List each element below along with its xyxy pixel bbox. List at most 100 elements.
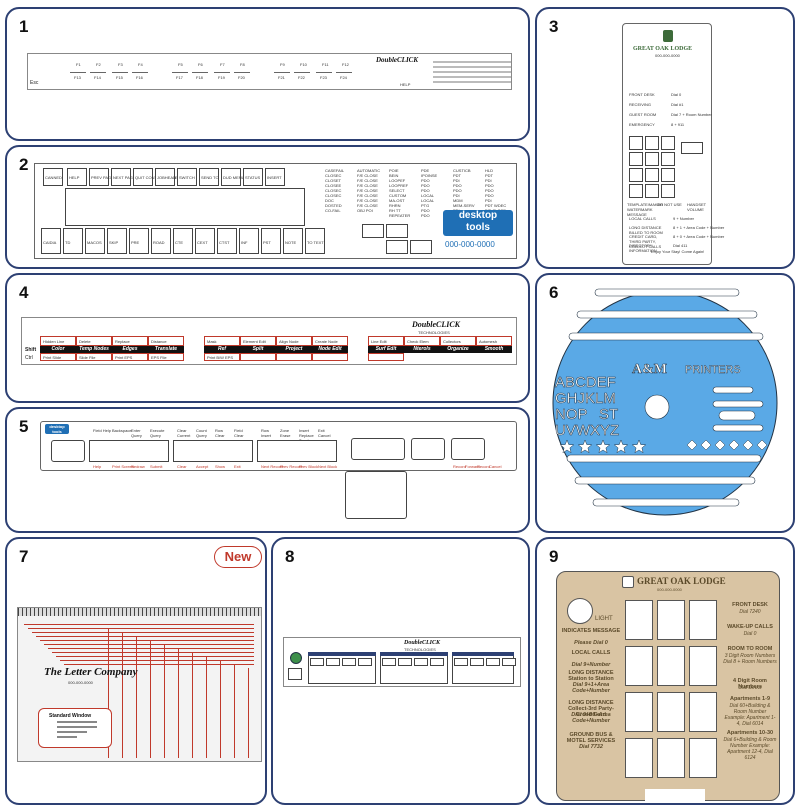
command-cell: PDO (485, 183, 494, 188)
command-cell: REPEATER (389, 213, 411, 218)
right-block-title: Apartments 1-9 (729, 696, 771, 702)
card-footer: Enjoy Your Stay! Come Again! (651, 249, 705, 254)
brand-mark: A&M (632, 362, 667, 377)
command-cell: DOC (325, 198, 334, 203)
mini-key (326, 658, 340, 666)
top-label-box (312, 336, 348, 346)
command-cell: CUSTICB (453, 168, 471, 173)
top-label: Align Node (279, 339, 299, 344)
bottom-label-box (40, 353, 76, 361)
fkey-bottom-label: F20 (238, 75, 245, 80)
fkey-divider (112, 72, 128, 73)
guide-line-h (36, 636, 254, 637)
fkey-bottom-label: F15 (116, 75, 123, 80)
command-cell: PDT (453, 173, 461, 178)
grid-button (689, 738, 717, 778)
company-name: The Letter Company (44, 666, 138, 678)
fkey-bottom-label: F19 (218, 75, 225, 80)
top-key: JOBHEAD (155, 168, 176, 186)
bottom-key: CTST (217, 228, 237, 254)
right-block-sub: Dial 7240 (739, 609, 761, 615)
red-label: Show (215, 464, 226, 469)
black-label: Nterols (404, 346, 440, 353)
top-label-box (276, 336, 312, 346)
key-group (452, 652, 514, 684)
bottom-key: SKIP (107, 228, 127, 254)
key-group-box (173, 440, 253, 462)
command-cell: LOCAL (421, 193, 435, 198)
right-block-sub: Dial 0 (743, 631, 757, 637)
guide-line-h (48, 648, 254, 649)
stencil-letters-line: NOP (555, 406, 588, 423)
row-label: FRONT DESK (629, 92, 655, 97)
top-key-label: NEXT PAGE (113, 175, 136, 180)
command-cell: PDO (485, 193, 494, 198)
bottom-key: ROAD (151, 228, 171, 254)
command-cell: DOSTED (325, 203, 342, 208)
guide-line-v (234, 664, 235, 758)
stencil-letters-line: ST (599, 406, 618, 423)
key-group (380, 652, 448, 684)
shift-label: Shift (25, 347, 37, 353)
diamond-shape (714, 439, 726, 451)
command-cell: AUTOMATIC (357, 168, 381, 173)
fkey-bottom-label: F23 (320, 75, 327, 80)
black-label: Color (40, 346, 76, 353)
lower-row-label: CREDIT CARD, THIRD PARTY, COLLECT CALLS (629, 234, 662, 249)
top-key: SEND TO (199, 168, 219, 186)
hotel-phone: 000-000-0000 (657, 587, 682, 592)
mini-key (486, 658, 500, 666)
red-label: Prev Block (299, 464, 319, 469)
star-shape (559, 439, 575, 454)
key-label: Zone Erase (280, 428, 291, 438)
grid-button (645, 152, 659, 166)
stencil-letters-line: GHJKLM (555, 390, 616, 407)
bottom-key: PRE (129, 228, 149, 254)
grid-button (645, 136, 659, 150)
right-block-title: 4 Digit Room Numbers (733, 678, 767, 690)
bottom-key: CEXT (195, 228, 215, 254)
bottom-label: Print B/W EPS (207, 355, 234, 360)
top-key-label: SEND TO (201, 175, 219, 180)
panel-number: 2 (19, 155, 29, 174)
bottom-key: CAIDIA (41, 228, 61, 254)
left-block-sub: Dial 9+00+Area Code+Number (571, 712, 611, 724)
center-hole (644, 394, 670, 420)
bottom-label-box (312, 353, 348, 361)
row-value: Dial #1 (671, 102, 684, 107)
grid-button (661, 136, 675, 150)
diamond-shape (728, 439, 740, 451)
left-block-sub: Dial 9+1+Area Code+Number (572, 682, 610, 694)
right-red-label: Record (477, 464, 490, 469)
left-block-sub: Please Dial 0 (574, 640, 608, 646)
key-label: Clear Current (177, 428, 191, 438)
hotel-phone: 000-000-0000 (655, 53, 680, 58)
fkey-top-label: F9 (280, 62, 285, 67)
key-label: Count Query (196, 428, 207, 438)
key-label: Field Clear (234, 428, 244, 438)
left-block-title: LONG DISTANCE Collect-3rd Party-Credit C… (568, 700, 614, 718)
bottom-label: EPS File (151, 355, 167, 360)
panel-number: 9 (549, 547, 559, 566)
black-label: Smooth (476, 346, 512, 353)
command-cell: CLOSEE (325, 183, 342, 188)
stencil-letters-line: UVWXYZ (555, 422, 619, 439)
grid-button (657, 692, 685, 732)
command-cell: F/E CLOSE (357, 193, 378, 198)
grid-button (661, 168, 675, 182)
lower-label: HANDSET VOLUME (687, 202, 707, 212)
command-cell: F/E CLOSE (357, 203, 378, 208)
ruler-strip (18, 608, 261, 616)
top-label: Check Elem (407, 339, 429, 344)
top-label-box (40, 336, 76, 346)
red-label: Redraw (131, 464, 145, 469)
key-label: Exit Cancel (318, 428, 331, 438)
command-cell: CLOSET (325, 178, 342, 183)
side-slot (288, 668, 302, 680)
panel-number: 6 (549, 283, 559, 302)
